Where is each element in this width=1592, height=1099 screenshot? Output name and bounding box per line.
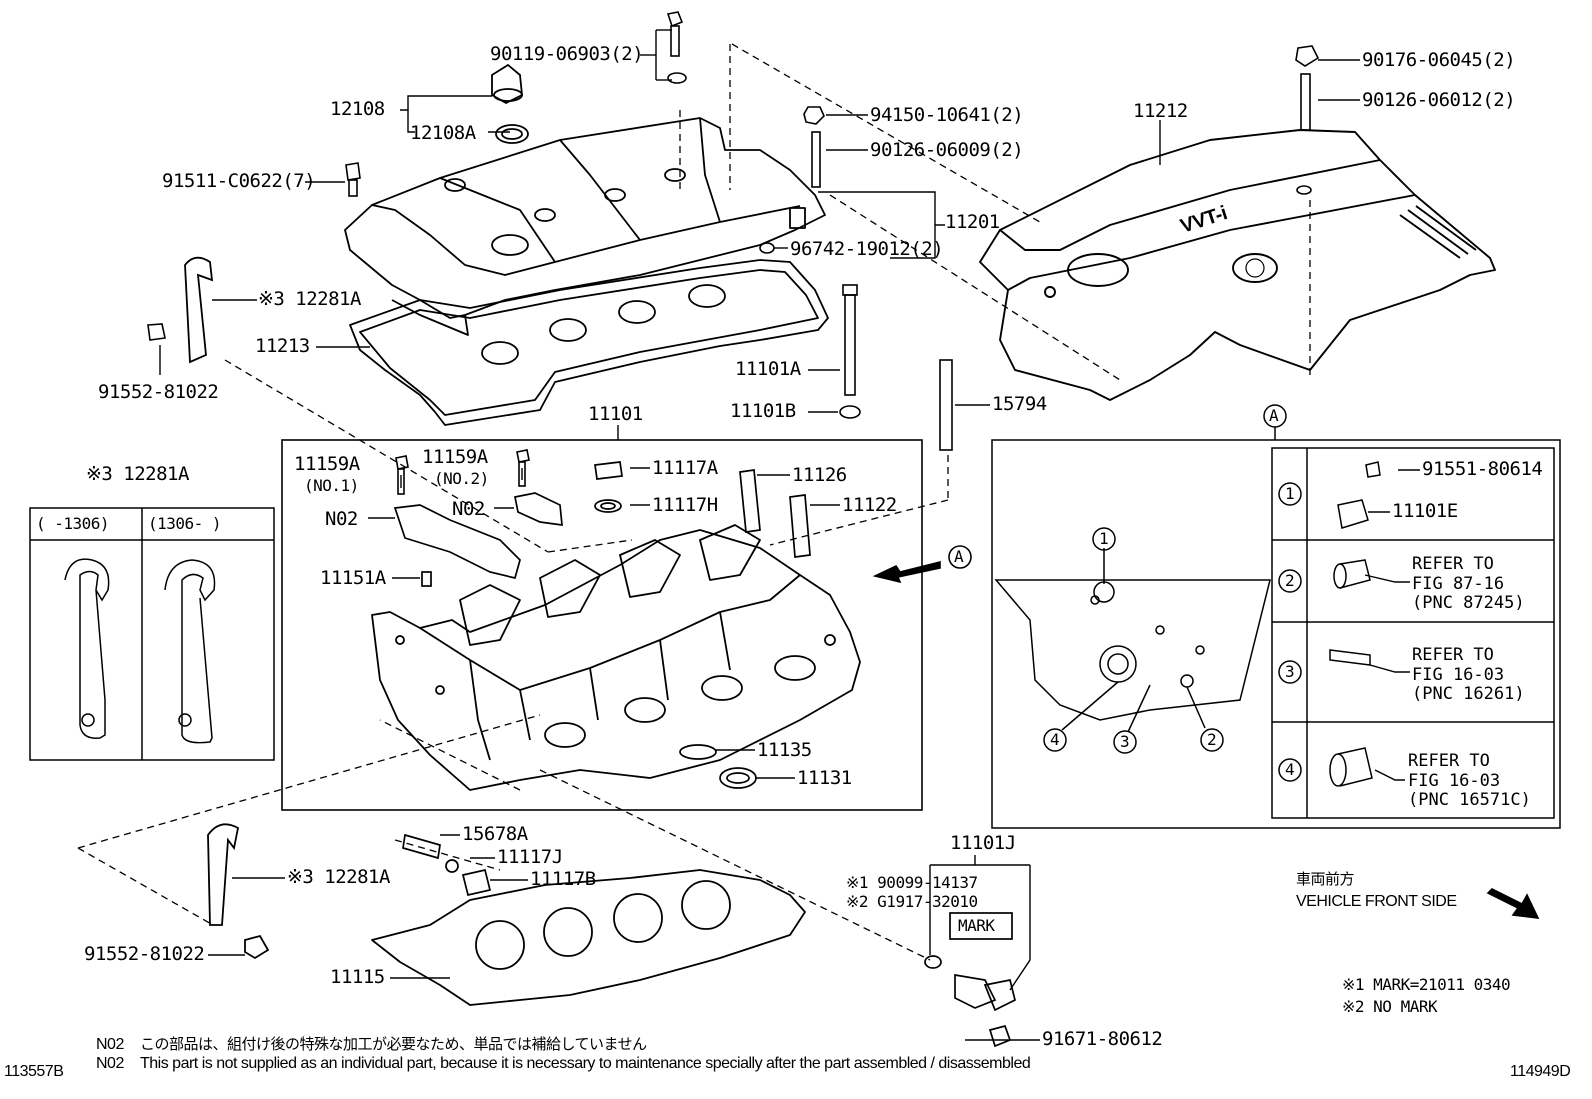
label-11117A: 11117A	[652, 457, 718, 479]
valve-cover-illustration	[344, 117, 826, 336]
label-15678A: 15678A	[462, 823, 528, 845]
label-91671-80612: 91671-80612	[1042, 1028, 1163, 1050]
label-91552-81022-bottom: 91552-81022	[84, 943, 205, 965]
label-11101: 11101	[588, 403, 643, 425]
label-11122: 11122	[842, 494, 897, 516]
plugs-and-guides	[594, 461, 811, 789]
label-15794: 15794	[992, 393, 1047, 415]
label-11101B: 11101B	[730, 400, 796, 422]
label-11131: 11131	[797, 767, 852, 789]
note-N02-jp-code: N02	[96, 1036, 124, 1053]
detail-A-box	[991, 404, 1561, 829]
bottom-plugs	[402, 833, 492, 897]
label-91511-C0622: 91511-C0622(7)	[162, 170, 316, 192]
label-96742-19012: 96742-19012(2)	[790, 238, 944, 260]
label-11117H: 11117H	[652, 494, 718, 516]
label-11115: 11115	[330, 966, 385, 988]
detail-num-1: 1	[1099, 529, 1109, 548]
label-mark: MARK	[958, 916, 995, 935]
detail-num-2: 2	[1207, 730, 1217, 749]
label-N02-b: N02	[452, 498, 485, 520]
label-91551-80614: 91551-80614	[1422, 458, 1543, 480]
bearing-caps-N02	[393, 492, 563, 587]
oil-control-valve-11101J	[924, 912, 1016, 1048]
engine-cover-11212	[979, 129, 1496, 401]
detail-num-3: 3	[1120, 732, 1130, 751]
gasket-11213	[349, 259, 829, 426]
detail-A-arrow	[872, 545, 972, 584]
label-12281A-box-title: ※3 12281A	[86, 463, 189, 485]
label-box-col2: (1306- )	[148, 514, 222, 533]
refer-row-2: REFER TO FIG 87-16 (PNC 87245)	[1412, 554, 1525, 614]
note-N02-en-code: N02	[96, 1055, 124, 1072]
cylinder-head-11101	[371, 524, 861, 791]
label-11101J: 11101J	[950, 832, 1016, 854]
label-11117J: 11117J	[497, 846, 563, 868]
label-12108: 12108	[330, 98, 385, 120]
row-num-4: 4	[1285, 760, 1295, 779]
oil-cap	[491, 63, 529, 144]
callout-A-top: A	[1269, 406, 1279, 425]
cylinder-head-box	[281, 439, 923, 811]
row-num-2: 2	[1285, 571, 1295, 590]
label-11159A-no1: 11159A	[294, 453, 360, 475]
label-12281A-bottom: ※3 12281A	[287, 866, 390, 888]
label-90119-06903: 90119-06903(2)	[490, 43, 644, 65]
label-11135: 11135	[757, 739, 812, 761]
front-label-en: VEHICLE FRONT SIDE	[1296, 893, 1457, 910]
label-11151A: 11151A	[320, 567, 386, 589]
note-N02-jp: この部品は、組付け後の特殊な加工が必要なため、単品では補給していません	[140, 1035, 647, 1053]
label-12281A-top: ※3 12281A	[258, 288, 361, 310]
code-right: 114949D	[1510, 1063, 1571, 1080]
label-90126-06012: 90126-06012(2)	[1362, 89, 1516, 111]
label-91552-81022-top: 91552-81022	[98, 381, 219, 403]
front-label-jp: 車両前方	[1296, 870, 1355, 888]
label-box-col1: ( -1306)	[36, 514, 110, 533]
note-1: ※1 MARK=21011 0340	[1342, 975, 1511, 994]
label-11213: 11213	[255, 335, 310, 357]
label-94150-10641: 94150-10641(2)	[870, 104, 1024, 126]
row-num-1: 1	[1285, 484, 1295, 503]
note-N02-en: This part is not supplied as an individu…	[140, 1055, 1031, 1072]
label-11159A-no2: 11159A	[422, 446, 488, 468]
label-90176-06045: 90176-06045(2)	[1362, 49, 1516, 71]
callout-A-arrow: A	[954, 547, 964, 566]
code-left: 113557B	[4, 1063, 64, 1080]
label-11159A-no2-sub: (NO.2)	[434, 469, 489, 488]
fasteners	[147, 11, 1320, 495]
row-num-3: 3	[1285, 662, 1295, 681]
label-N02-a: N02	[325, 508, 358, 530]
engine-hanger-top	[184, 256, 214, 364]
label-11126: 11126	[792, 464, 847, 486]
label-90099-14137: ※1 90099-14137	[846, 873, 978, 892]
label-11101E: 11101E	[1392, 500, 1458, 522]
note-2: ※2 NO MARK	[1342, 997, 1438, 1016]
detail-num-4: 4	[1050, 730, 1060, 749]
label-11212: 11212	[1133, 100, 1188, 122]
label-11117B: 11117B	[530, 868, 596, 890]
refer-row-4: REFER TO FIG 16-03 (PNC 16571C)	[1408, 751, 1531, 811]
label-12108A: 12108A	[410, 122, 476, 144]
label-11201: 11201	[945, 211, 1000, 233]
label-11101A: 11101A	[735, 358, 801, 380]
engine-hanger-bottom	[207, 823, 270, 960]
head-gasket-11115	[371, 869, 806, 1006]
dashed-reference-lines	[77, 43, 1311, 961]
leader-lines	[159, 29, 1420, 1041]
hanger-variation-box	[29, 507, 275, 761]
front-direction-arrow	[1486, 888, 1540, 919]
label-90126-06009: 90126-06009(2)	[870, 139, 1024, 161]
label-11159A-no1-sub: (NO.1)	[304, 476, 359, 495]
label-G1917-32010: ※2 G1917-32010	[846, 892, 978, 911]
refer-row-3: REFER TO FIG 16-03 (PNC 16261)	[1412, 645, 1525, 705]
